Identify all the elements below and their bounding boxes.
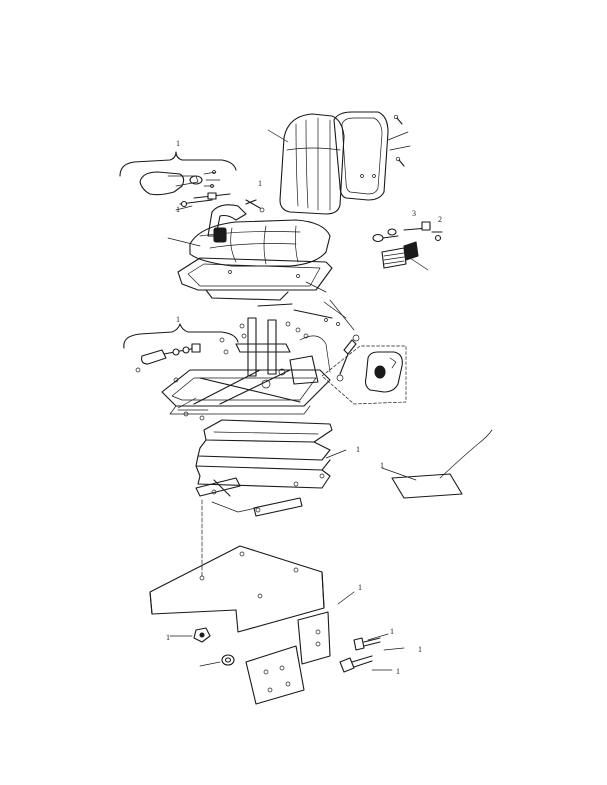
lumbar-adjuster [372,221,443,243]
leader-lines-frame [177,299,355,411]
leader-line [305,281,327,293]
suspension-assembly [161,317,331,421]
suspension-brace [123,323,239,349]
flat-washer [221,654,235,666]
callout-knob: 3 [412,209,416,218]
callout-bolt-upper: 1 [390,627,394,636]
weight-adjust-housing [364,351,403,393]
mounting-bracket [149,545,331,665]
lumbar-bracket [381,241,419,269]
slide-rails [195,477,303,517]
callout-bolt: 1 [258,179,262,188]
leader-line [211,501,257,513]
callout-cover: 1 [356,445,360,454]
hex-bolt-upper [353,637,381,651]
armrest-bracket-brace [119,151,237,177]
shock-absorber [336,334,360,382]
detail-boundary [321,345,407,405]
seat-back-shell [333,111,389,201]
leader-line [199,661,221,667]
callout-decal: 1 [380,461,384,470]
seat-belt [207,199,257,243]
leader-line [267,129,289,143]
armrest-bolts [175,192,265,213]
base-plate [245,645,305,705]
instruction-decal [391,429,493,499]
callout-bolt-mid: 1 [418,645,422,654]
callout-bolt-lower: 1 [396,667,400,676]
leader-line [367,633,389,641]
screw-set-back [387,114,411,167]
leader-line [383,647,405,651]
callout-nut: 1 [166,633,170,642]
callout-bracket: 1 [358,583,362,592]
leader-line [325,449,347,459]
callout-brace: 1 [176,315,180,324]
armrest [139,170,221,196]
leader-line [167,237,201,247]
leader-line [381,467,417,481]
hex-bolt-lower [339,655,373,673]
leader-line [337,591,355,605]
lock-nut [193,627,211,643]
height-knob [135,337,229,373]
seat-back [279,113,345,215]
seat-pan [177,257,333,301]
frame-fasteners [239,303,340,339]
suspension-cover-bellows [195,419,333,489]
leader-line [409,257,429,271]
seat-cushion [189,219,331,267]
callout-armrest: 1 [176,139,180,148]
callout-pin: 1 [176,205,180,214]
callout-screw: 2 [438,215,442,224]
